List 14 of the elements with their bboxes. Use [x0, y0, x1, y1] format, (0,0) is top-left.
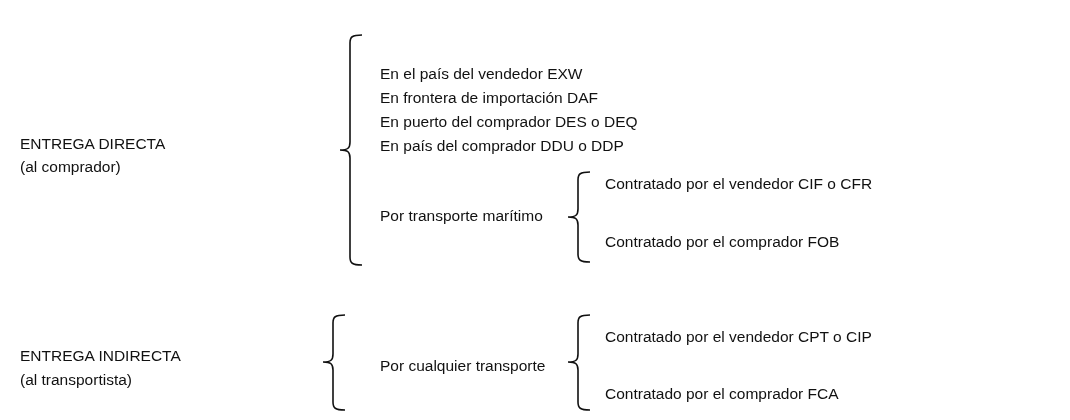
label-text: Contratado por el vendedor CPT o CIP	[605, 328, 872, 346]
label-text: En frontera de importación DAF	[380, 89, 598, 107]
label-text: En el país del vendedor EXW	[380, 65, 583, 83]
label-text: Por cualquier transporte	[380, 357, 546, 375]
label-text: En país del comprador DDU o DDP	[380, 137, 624, 155]
label-text: Contratado por el vendedor CIF o CFR	[605, 175, 873, 193]
label-text: ENTREGA INDIRECTA	[20, 347, 181, 365]
label-text: ENTREGA DIRECTA	[20, 135, 166, 153]
label-text: Por transporte marítimo	[380, 207, 543, 225]
label-text: (al transportista)	[20, 371, 132, 389]
label-text: Contratado por el comprador FOB	[605, 233, 840, 251]
label-text: En puerto del comprador DES o DEQ	[380, 113, 638, 131]
label-text: Contratado por el comprador FCA	[605, 385, 839, 403]
label-text: (al comprador)	[20, 158, 121, 176]
